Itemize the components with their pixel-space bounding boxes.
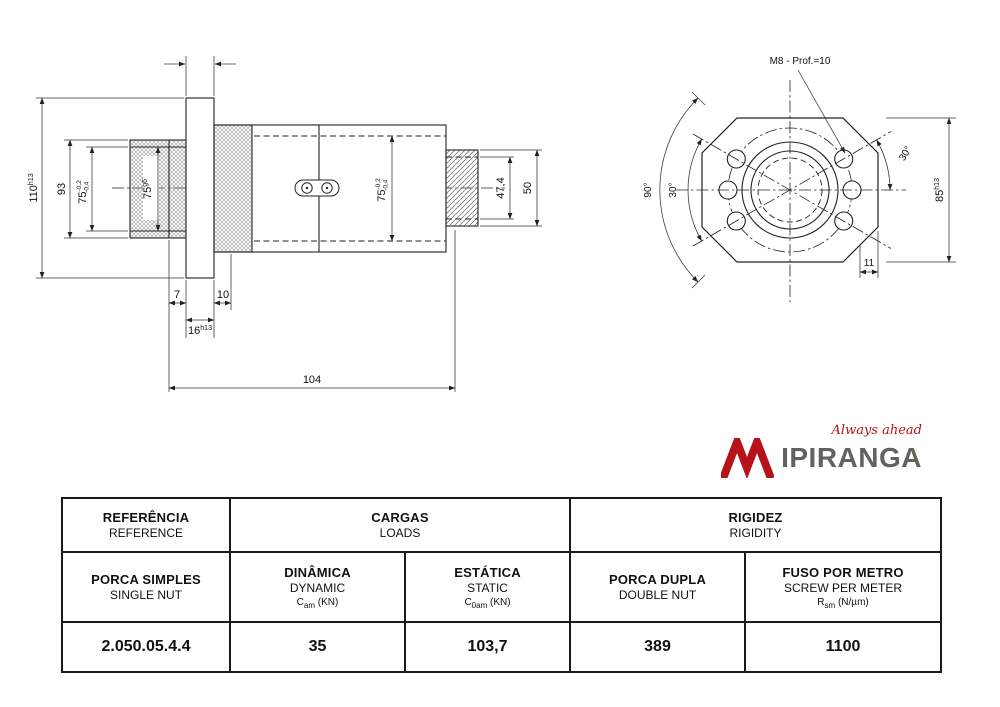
spec-table: REFERÊNCIA REFERENCE CARGAS LOADS RIGIDE… (61, 497, 943, 673)
col-static: ESTÁTICA STATIC C0am (KN) (403, 551, 572, 623)
logo-brand-text: IPIRANGA (781, 442, 922, 473)
hole-axis-330 (692, 133, 892, 249)
dim-step-od: 50 (522, 182, 534, 194)
logo: Always ahead IPIRANGA (721, 423, 922, 484)
group-rigidity-pt: RIGIDEZ (728, 510, 783, 525)
dim-offset-b: 10 (217, 289, 229, 301)
group-reference-pt: REFERÊNCIA (102, 510, 190, 525)
col-dynamic: DINÂMICA DYNAMIC Cam (KN) (229, 551, 406, 623)
technical-drawing: 110h13 93 75-0,2-0,4 75g6 75-0,2-0,4 (28, 56, 956, 392)
group-loads-en: LOADS (379, 526, 421, 540)
value-reference: 2.050.05.4.4 (61, 621, 231, 673)
col-dynamic-pt: DINÂMICA (284, 564, 351, 580)
col-single-nut-en: SINGLE NUT (109, 588, 182, 602)
hole-axis-30 (692, 131, 892, 247)
dim-left-od: 93 (56, 183, 68, 195)
col-screw-per-meter-unit: Rsm (N/µm) (817, 596, 869, 610)
logo-tagline: Always ahead (831, 423, 922, 438)
col-screw-per-meter-en: SCREW PER METER (784, 580, 903, 595)
dim-total-length: 104 (303, 374, 321, 386)
col-single-nut-pt: PORCA SIMPLES (91, 572, 201, 587)
group-loads: CARGAS LOADS (228, 497, 572, 553)
dim-flange-width: 16h13 (188, 325, 212, 337)
group-loads-pt: CARGAS (371, 510, 429, 525)
col-double-nut-pt: PORCA DUPLA (608, 572, 707, 587)
side-dimensions: 110h13 93 75-0,2-0,4 75g6 75-0,2-0,4 (28, 56, 542, 392)
value-static-text: 103,7 (467, 638, 508, 655)
col-screw-per-meter-pt: FUSO POR METRO (782, 564, 904, 580)
dim-flat-offset: 11 (864, 258, 875, 269)
value-double-nut: 389 (569, 621, 747, 673)
dim-angle-inner: 30° (668, 182, 679, 197)
group-reference-en: REFERENCE (108, 526, 183, 540)
col-single-nut: PORCA SIMPLES SINGLE NUT (61, 551, 231, 623)
col-static-en: STATIC (467, 580, 508, 595)
table-column-header-row: PORCA SIMPLES SINGLE NUT DINÂMICA DYNAMI… (61, 551, 943, 623)
value-double-nut-text: 389 (644, 638, 671, 655)
dim-flange-height: 85h13 (934, 178, 946, 202)
side-view: 110h13 93 75-0,2-0,4 75g6 75-0,2-0,4 (28, 56, 542, 392)
dim-journal: 75g6 (142, 179, 154, 199)
col-dynamic-unit: Cam (KN) (296, 596, 339, 610)
dim-root-diameter: 75-0,2-0,4 (375, 178, 390, 202)
dim-angle-right: 30° (897, 144, 914, 163)
front-view: M8 - Prof.=10 30° 90° 30° 85h13 11 (643, 56, 956, 302)
dim-angle-outer: 90° (643, 182, 654, 197)
flange (185, 97, 215, 279)
dim-left-diameter-tol: 75-0,2-0,4 (76, 180, 91, 204)
dim-text-backing (377, 156, 393, 220)
ball-return-zone (213, 124, 253, 253)
col-double-nut: PORCA DUPLA DOUBLE NUT (569, 551, 747, 623)
logo-mark-icon (721, 438, 775, 478)
table-group-header-row: REFERÊNCIA REFERENCE CARGAS LOADS RIGIDE… (61, 497, 943, 553)
logo-brand-row: IPIRANGA (721, 438, 922, 478)
grease-ports (294, 179, 340, 197)
value-dynamic-text: 35 (308, 638, 327, 655)
col-screw-per-meter: FUSO POR METRO SCREW PER METER Rsm (N/µm… (744, 551, 943, 623)
value-static: 103,7 (403, 621, 572, 673)
value-dynamic: 35 (229, 621, 406, 673)
group-rigidity-en: RIGIDITY (729, 526, 782, 540)
col-dynamic-en: DYNAMIC (289, 580, 346, 595)
dim-offset-a: 7 (174, 289, 180, 301)
col-double-nut-en: DOUBLE NUT (618, 588, 697, 602)
value-screw-per-meter: 1100 (744, 621, 943, 673)
group-rigidity: RIGIDEZ RIGIDITY (569, 497, 943, 553)
table-values-row: 2.050.05.4.4 35 103,7 389 1100 (61, 621, 943, 673)
thread-callout: M8 - Prof.=10 (770, 56, 831, 67)
value-screw-per-meter-text: 1100 (825, 638, 861, 655)
col-static-pt: ESTÁTICA (454, 564, 521, 580)
threaded-end (445, 149, 479, 227)
col-static-unit: C0am (KN) (464, 596, 511, 610)
value-reference-text: 2.050.05.4.4 (101, 638, 191, 655)
dim-step-root: 47,4 (495, 177, 507, 198)
group-reference: REFERÊNCIA REFERENCE (61, 497, 231, 553)
dim-flange-od: 110h13 (28, 173, 40, 202)
